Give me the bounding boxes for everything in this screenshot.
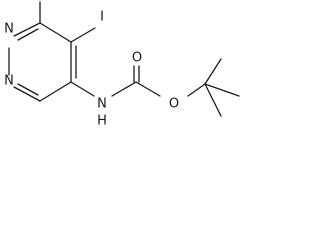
bond-n1-c6 bbox=[39, 22, 72, 43]
amide-nitrogen: N bbox=[97, 97, 107, 112]
bond-carbonyl-ester-o bbox=[135, 81, 161, 97]
ester-oxygen: O bbox=[169, 97, 179, 112]
chemical-structure: I N N N H O O bbox=[4, 1, 240, 129]
bond-c5-c4 bbox=[39, 81, 72, 102]
bond-c4-n3 bbox=[13, 86, 41, 102]
ring-nitrogen-lower: N bbox=[4, 74, 14, 89]
bond-c2-n1 bbox=[13, 22, 41, 37]
ring-nitrogen-upper: N bbox=[4, 22, 14, 37]
bond-ester-o-tbu bbox=[187, 83, 206, 97]
bond-c-iodine bbox=[70, 27, 96, 43]
bond-c2-n1-inner bbox=[17, 28, 39, 41]
carbonyl-oxygen: O bbox=[132, 51, 142, 66]
iodine-atom: I bbox=[100, 10, 104, 25]
bond-c4-n3-inner bbox=[17, 83, 39, 96]
bond-tbu-methyl-right bbox=[204, 83, 240, 97]
bond-tbu-methyl-up bbox=[204, 58, 222, 85]
amide-hydrogen: H bbox=[97, 114, 107, 129]
bond-amide-n-carbonyl bbox=[111, 81, 137, 97]
bond-c-amide-n bbox=[70, 81, 95, 97]
bond-tbu-methyl-down bbox=[204, 83, 222, 117]
pyrimidine-ring bbox=[8, 22, 77, 102]
